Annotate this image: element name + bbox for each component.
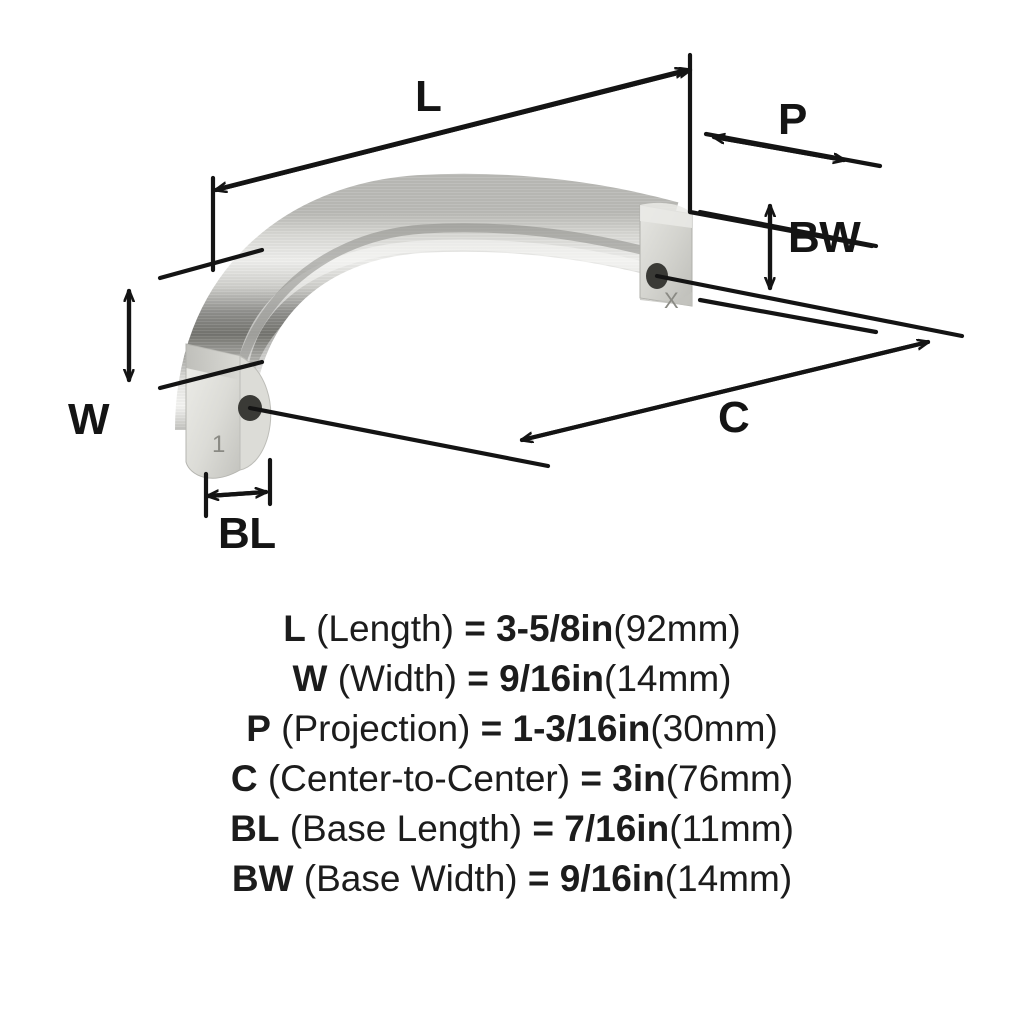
legend-name: (Base Width) (293, 858, 528, 899)
c-leader-right (654, 273, 965, 339)
legend-imperial: 3-5/8in (496, 608, 614, 649)
w-ext-top (157, 247, 265, 281)
legend-metric: (30mm) (650, 708, 778, 749)
legend-metric: (92mm) (613, 608, 741, 649)
dimension-legend: L (Length) = 3-5/8in(92mm) W (Width) = 9… (0, 604, 1024, 904)
legend-row: W (Width) = 9/16in(14mm) (0, 654, 1024, 704)
label-base-length: BL (218, 509, 276, 558)
legend-equals: = (480, 708, 513, 749)
legend-imperial: 9/16in (559, 858, 665, 899)
legend-code: BW (231, 858, 294, 899)
right-foot-bottom-bevel (640, 292, 692, 306)
legend-metric: (11mm) (669, 808, 794, 849)
legend-metric: (14mm) (604, 658, 732, 699)
legend-row: BW (Base Width) = 9/16in(14mm) (0, 854, 1024, 904)
right-foot-mark: X (664, 288, 679, 313)
legend-metric: (14mm) (664, 858, 793, 899)
legend-row: P (Projection) = 1-3/16in(30mm) (0, 704, 1024, 754)
handle-highlight (234, 239, 668, 398)
legend-equals: = (464, 608, 497, 649)
legend-imperial: 9/16in (499, 658, 605, 699)
legend-name: (Base Length) (279, 808, 533, 849)
dimension-diagram: 1 X L W P BW C BL (0, 52, 965, 558)
legend-name: (Length) (305, 608, 465, 649)
legend-imperial: 1-3/16in (512, 708, 651, 749)
left-foot-mark: 1 (212, 431, 225, 458)
p-arrow-right (711, 134, 844, 160)
legend-name: (Width) (327, 658, 468, 699)
legend-row: L (Length) = 3-5/8in(92mm) (0, 604, 1024, 654)
legend-row: C (Center-to-Center) = 3in(76mm) (0, 754, 1024, 804)
bw-ext-top (697, 209, 879, 249)
legend-imperial: 3in (612, 758, 666, 799)
legend-code: W (292, 658, 328, 699)
label-base-width: BW (788, 213, 861, 262)
bw-ext-bottom (697, 297, 879, 335)
legend-equals: = (532, 808, 565, 849)
c-leader-left (247, 405, 551, 469)
legend-name: (Center-to-Center) (257, 758, 581, 799)
legend-code: P (246, 708, 271, 749)
bl-arrow-right (205, 492, 266, 496)
handle-lower-highlight (246, 265, 664, 422)
label-width: W (68, 395, 110, 444)
dimension-lines (129, 52, 965, 519)
legend-equals: = (527, 858, 560, 899)
legend-name: (Projection) (270, 708, 481, 749)
handle-arc-texture (175, 173, 679, 431)
legend-equals: = (467, 658, 500, 699)
w-ext-bottom (157, 359, 265, 391)
legend-imperial: 7/16in (564, 808, 670, 849)
legend-code: BL (230, 808, 280, 849)
legend-code: C (230, 758, 258, 799)
handle-shadow-band (227, 223, 669, 425)
handle-body (175, 173, 693, 479)
label-length: L (415, 72, 442, 121)
legend-metric: (76mm) (665, 758, 794, 799)
legend-row: BL (Base Length) = 7/16in(11mm) (0, 804, 1024, 854)
diagram-canvas (0, 52, 965, 519)
right-foot-top-bevel (640, 202, 692, 228)
label-projection: P (778, 95, 807, 144)
legend-code: L (283, 608, 306, 649)
label-center-to-center: C (718, 393, 750, 442)
legend-equals: = (580, 758, 613, 799)
l-arrow-right (213, 70, 690, 193)
c-arrow-right (519, 342, 928, 443)
